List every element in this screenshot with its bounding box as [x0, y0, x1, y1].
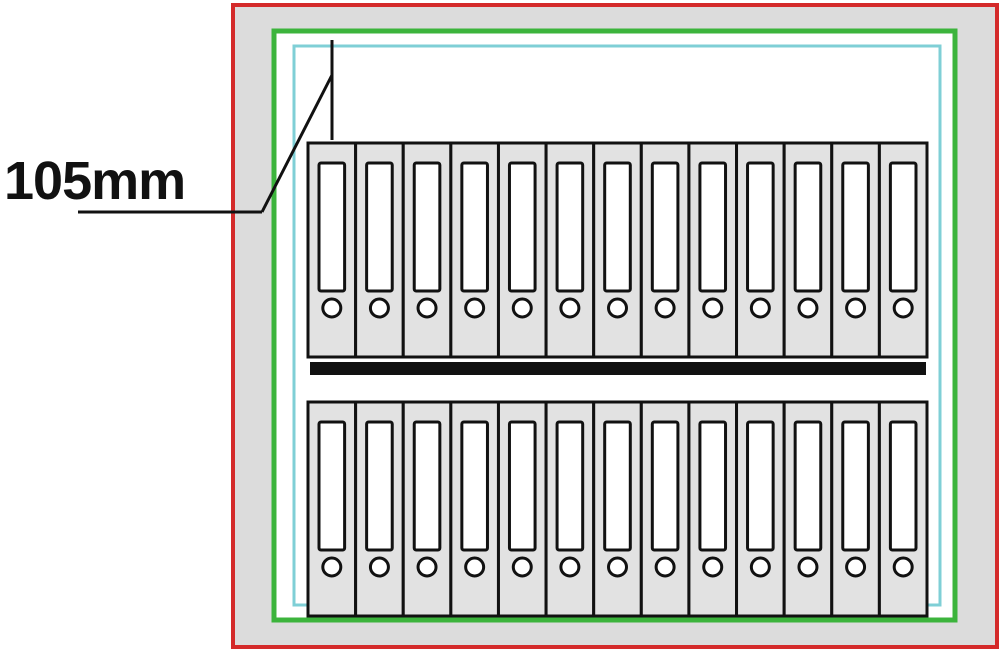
binder-label-window: [888, 161, 918, 293]
binder-finger-hole: [464, 297, 486, 319]
binder: [592, 141, 643, 359]
binder-finger-hole: [607, 556, 628, 578]
binder: [496, 141, 548, 359]
binder-finger-hole: [749, 297, 771, 319]
binder-finger-hole: [749, 556, 771, 578]
dimension-leader: [78, 40, 334, 214]
binder: [830, 400, 881, 618]
binder-label-window: [698, 420, 728, 552]
binder-finger-hole: [892, 297, 914, 319]
binder-label-window: [365, 420, 394, 552]
binder-label-window: [507, 420, 537, 552]
binder: [496, 400, 548, 618]
binder-finger-hole: [845, 297, 867, 319]
binder-finger-hole: [607, 297, 628, 319]
binder-label-window: [317, 161, 347, 293]
binder-label-window: [603, 161, 632, 293]
binder-label-window: [650, 420, 680, 552]
binder-label-window: [412, 420, 442, 552]
binder-finger-hole: [464, 556, 486, 578]
binder-finger-hole: [321, 297, 343, 319]
binder-label-window: [365, 161, 394, 293]
binder-label-window: [888, 420, 918, 552]
binder: [877, 400, 929, 618]
binder: [401, 400, 453, 618]
binder: [449, 141, 500, 359]
binder-finger-hole: [797, 297, 819, 319]
binder-finger-hole: [416, 556, 438, 578]
binder: [306, 141, 358, 359]
binder: [306, 400, 358, 618]
binder-finger-hole: [702, 297, 724, 319]
binder: [639, 400, 691, 618]
binder-label-window: [746, 161, 775, 293]
binder-label-window: [555, 420, 585, 552]
binder-finger-hole: [702, 556, 724, 578]
binder-label-window: [793, 161, 823, 293]
binder-finger-hole: [511, 297, 533, 319]
binder: [401, 141, 453, 359]
binder-finger-hole: [845, 556, 867, 578]
binder-label-window: [603, 420, 632, 552]
binder-finger-hole: [797, 556, 819, 578]
binder-finger-hole: [559, 297, 581, 319]
binder: [354, 141, 405, 359]
binder-finger-hole: [511, 556, 533, 578]
binder: [687, 400, 739, 618]
binder-finger-hole: [654, 556, 676, 578]
binder-finger-hole: [321, 556, 343, 578]
binder: [592, 400, 643, 618]
shelf: [310, 362, 926, 375]
binder-finger-hole: [368, 556, 390, 578]
binder-label-window: [698, 161, 728, 293]
binder-label-window: [317, 420, 347, 552]
binder: [354, 400, 405, 618]
binder: [639, 141, 691, 359]
binder-label-window: [460, 420, 489, 552]
binder: [782, 141, 834, 359]
binder: [782, 400, 834, 618]
binder-label-window: [841, 420, 870, 552]
binder-label-window: [460, 161, 489, 293]
binder: [735, 400, 786, 618]
binder-label-window: [841, 161, 870, 293]
dimension-label: 105mm: [4, 151, 186, 211]
binder-finger-hole: [368, 297, 390, 319]
binder-label-window: [507, 161, 537, 293]
binder: [735, 141, 786, 359]
binder: [877, 141, 929, 359]
binder: [449, 400, 500, 618]
binder-label-window: [746, 420, 775, 552]
binder: [830, 141, 881, 359]
binder-label-window: [793, 420, 823, 552]
binders: [306, 141, 929, 618]
binder-finger-hole: [654, 297, 676, 319]
binder: [544, 400, 596, 618]
binder: [687, 141, 739, 359]
binder-label-window: [650, 161, 680, 293]
binder-finger-hole: [416, 297, 438, 319]
binder-finger-hole: [559, 556, 581, 578]
binder-label-window: [555, 161, 585, 293]
binder-label-window: [412, 161, 442, 293]
binder-finger-hole: [892, 556, 914, 578]
binder: [544, 141, 596, 359]
